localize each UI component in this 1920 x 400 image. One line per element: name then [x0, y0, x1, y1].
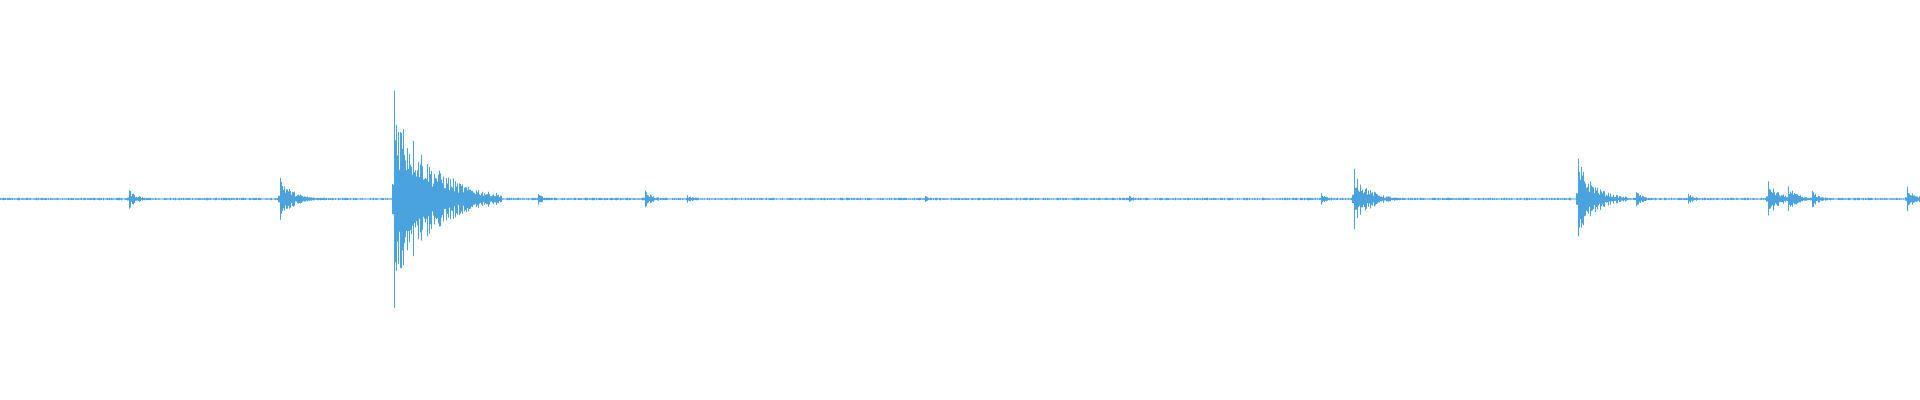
waveform-samples: [0, 90, 1920, 308]
